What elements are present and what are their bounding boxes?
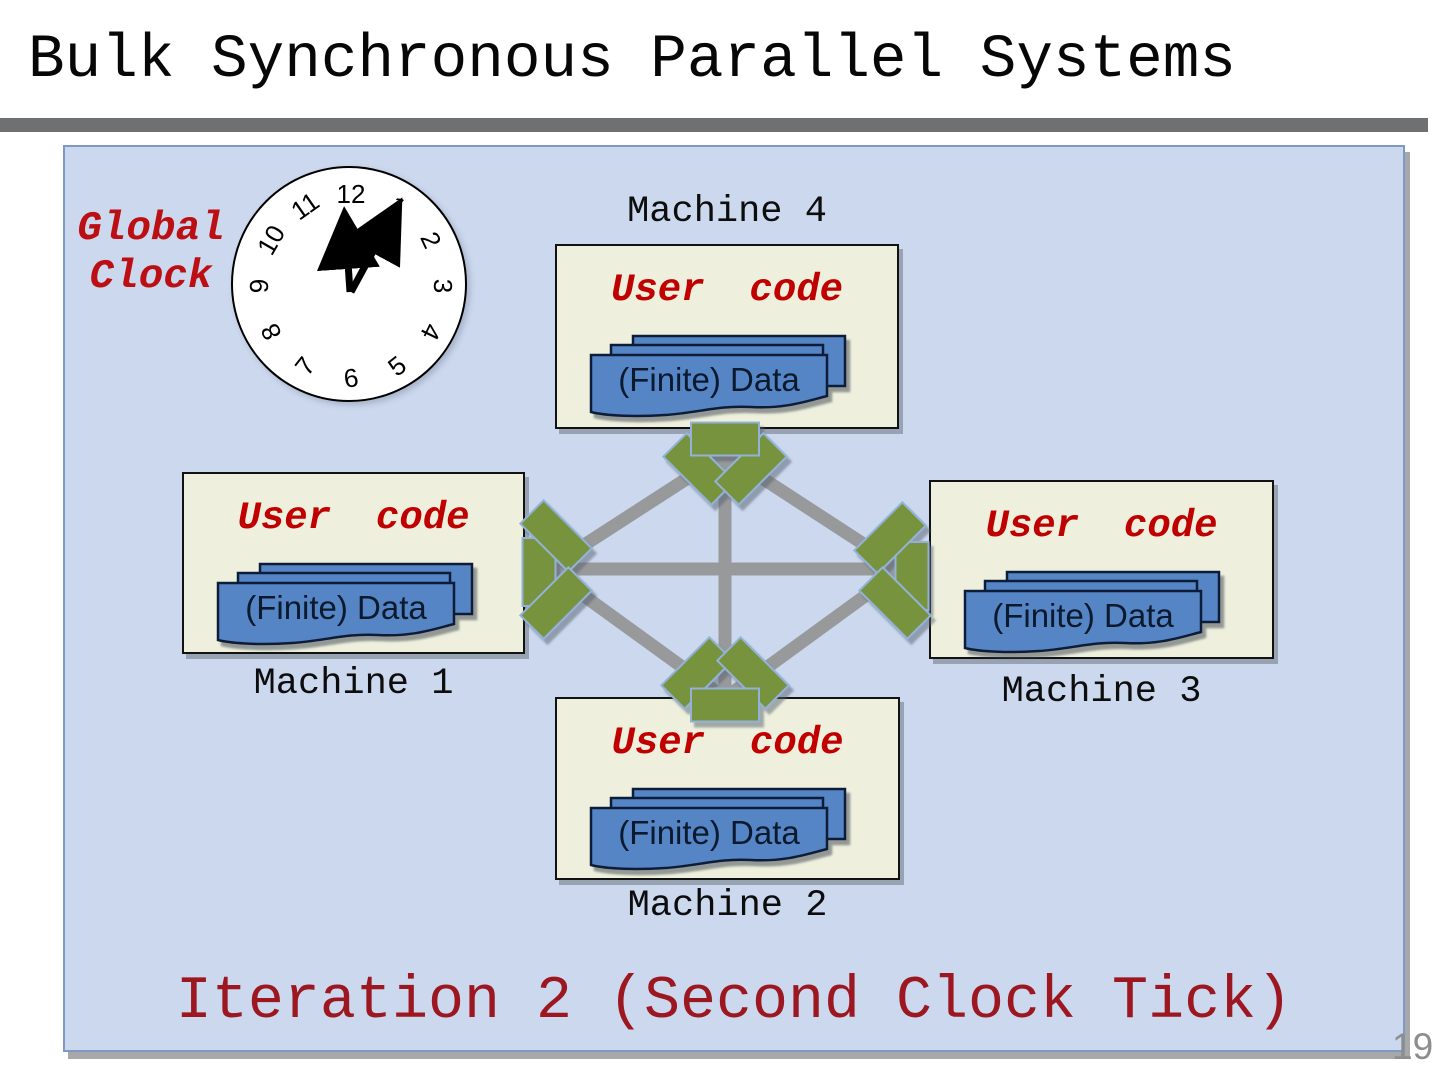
connector-bottom-left (659, 635, 735, 711)
connector-top-right (713, 431, 789, 507)
connector-fans (518, 421, 933, 723)
diagram-panel: Global Clock 12 1 2 3 4 5 6 7 8 9 10 11 (63, 145, 1405, 1052)
network-interconnect (518, 421, 933, 723)
machine-3-label: Machine 3 (1001, 671, 1202, 713)
data-stack-label: (Finite) Data (992, 597, 1174, 634)
iteration-caption: Iteration 2 (Second Clock Tick) (175, 968, 1293, 1036)
machine-2-label: Machine 2 (627, 885, 828, 927)
data-stack-label: (Finite) Data (618, 814, 800, 851)
machine-3-box: User code (Finite) Data (929, 480, 1274, 659)
connector-bottom-center (690, 687, 760, 723)
data-stack-icon: (Finite) Data (589, 334, 847, 418)
user-code-label: User code (237, 496, 470, 540)
connector-left-top (518, 498, 594, 574)
global-clock-label-line1: Global (77, 206, 225, 252)
machine-2-box: User code (Finite) Data (555, 697, 900, 880)
connector-top-center (690, 421, 760, 457)
machine-1-label: Machine 1 (253, 663, 454, 705)
machine-1-box: User code (Finite) Data (182, 472, 525, 654)
user-code-label: User code (985, 504, 1218, 548)
machine-4-label: Machine 4 (627, 191, 827, 233)
machine-4-box: User code (Finite) Data (555, 244, 899, 429)
connector-right-top (852, 500, 928, 576)
global-clock-label: Global Clock (71, 205, 231, 301)
connector-left-bottom (518, 565, 594, 641)
data-stack-icon: (Finite) Data (589, 787, 847, 871)
data-stack-label: (Finite) Data (245, 589, 427, 626)
data-stack-icon: (Finite) Data (963, 570, 1221, 654)
slide-title: Bulk Synchronous Parallel Systems (28, 26, 1236, 95)
page-number: 19 (1392, 1026, 1434, 1067)
connector-top-left (661, 431, 737, 507)
global-clock-label-line2: Clock (89, 254, 213, 300)
data-stack-label: (Finite) Data (618, 361, 800, 398)
clock-hands-icon (316, 197, 403, 294)
connector-right-bottom (857, 565, 933, 641)
connector-bottom-right (715, 635, 791, 711)
data-stack-icon: (Finite) Data (216, 562, 474, 646)
user-code-label: User code (611, 721, 844, 765)
user-code-label: User code (610, 268, 844, 312)
global-clock-icon: 12 1 2 3 4 5 6 7 8 9 10 11 (231, 166, 467, 402)
title-divider (0, 118, 1428, 132)
